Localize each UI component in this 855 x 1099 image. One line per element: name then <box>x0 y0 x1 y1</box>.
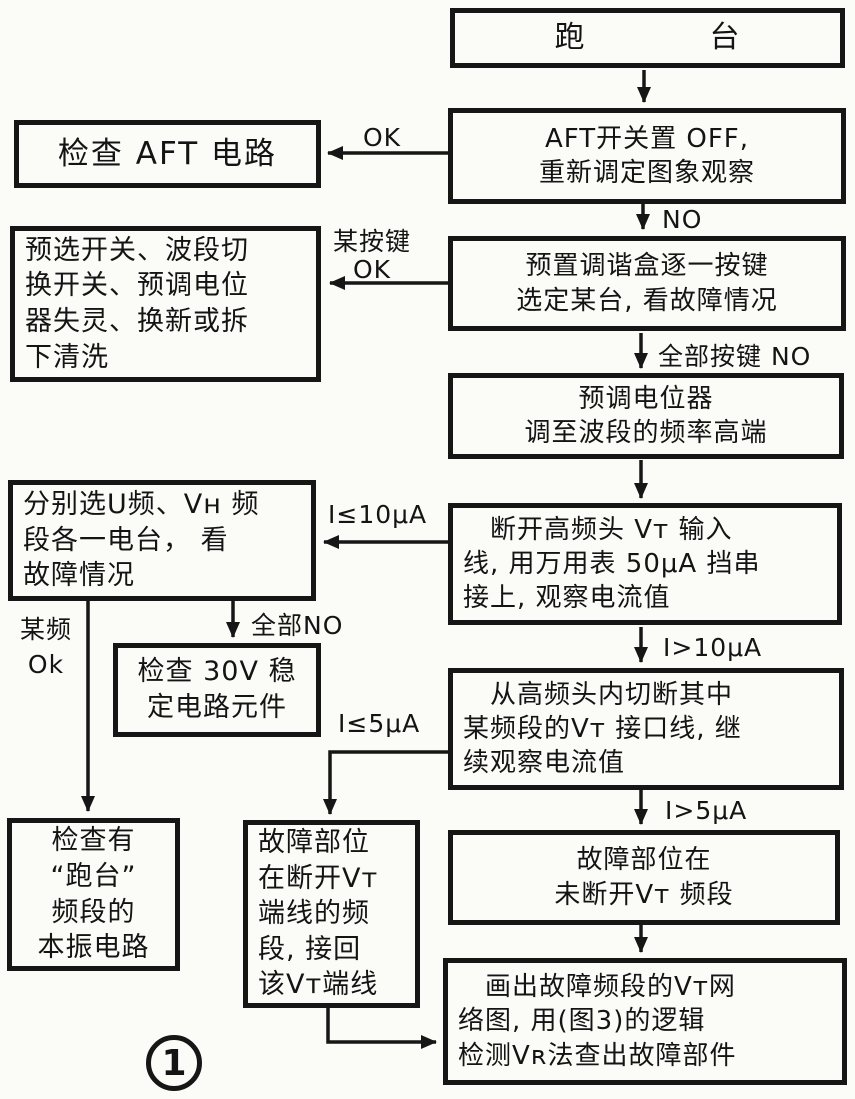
edge-label-no: NO <box>662 205 703 234</box>
edge-label-some-freq-ok: 某频 Ok <box>19 615 72 679</box>
flow-box-check-osc: 检查有 “跑台” 频段的 本振电路 <box>7 818 180 971</box>
edge-label-i-gt-10: I>10μA <box>663 633 763 662</box>
edge-label-all-no: 全部NO <box>251 611 344 640</box>
flow-box-fault-open-vt: 故障部位 在断开Vᴛ 端线的频 段, 接回 该Vᴛ端线 <box>243 820 420 1008</box>
figure-number: 1 <box>161 1042 187 1084</box>
flow-box-check-aft: 检查 AFT 电路 <box>14 120 321 188</box>
flow-box-reset-aft: AFT开关置 OFF, 重新调定图象观察 <box>448 108 846 204</box>
flow-box-disconnect-vt: 断开高频头 Vᴛ 输入 线, 用万用表 50μA 挡串 接上, 观察电流值 <box>448 503 842 625</box>
edge-label-some-key-ok: 某按键 OK <box>332 227 411 284</box>
edge-label-all-keys-no: 全部按键 NO <box>658 342 812 371</box>
flow-box-check-30v: 检查 30V 稳 定电路元件 <box>113 643 321 737</box>
edge-label-i-gt-5: I>5μA <box>665 796 748 825</box>
flow-box-draw-network: 画出故障频段的Vᴛ网 络图, 用(图3)的逻辑 检测Vʀ法查出故障部件 <box>443 958 847 1085</box>
edge-label-i-le-5: I≤5μA <box>338 709 421 738</box>
flow-box-preset-pot: 预调电位器 调至波段的频率高端 <box>448 373 844 459</box>
flow-box-switch-service: 预选开关、波段切 换开关、预调电位 器失灵、换新或拆 下清洗 <box>10 226 321 382</box>
flow-box-select-uv: 分别选U频、Vʜ 频 段各一电台， 看 故障情况 <box>8 480 316 601</box>
flow-box-preset-tuner: 预置调谐盒逐一按键 选定某台, 看故障情况 <box>448 236 846 331</box>
flow-box-start: 跑 台 <box>450 8 845 68</box>
edge-label-ok: OK <box>363 123 402 152</box>
edge-label-i-le-10: I≤10μA <box>328 500 428 529</box>
flow-box-cut-band-vt: 从高频头内切断其中 某频段的Vᴛ 接口线, 继 续观察电流值 <box>448 668 844 790</box>
flow-box-fault-closed-vt: 故障部位在 未断开Vᴛ 频段 <box>448 830 840 925</box>
figure-number-badge: 1 <box>146 1035 202 1091</box>
